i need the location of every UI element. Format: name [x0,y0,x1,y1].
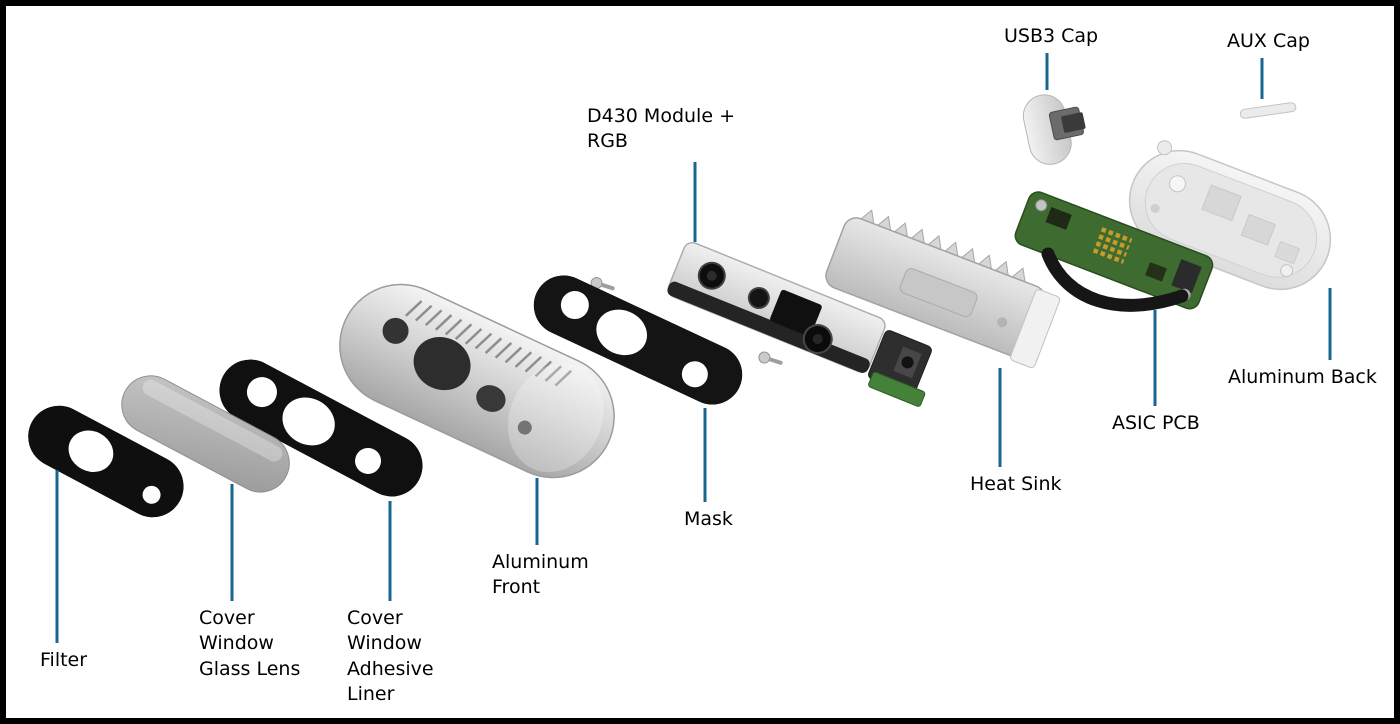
label-heat-sink: Heat Sink [970,473,1062,495]
usb3-cap [1022,94,1086,165]
screw-top [590,277,615,291]
cover-window-glass-lens [121,375,290,493]
label-cover-window-adhesive-liner: Cover Window Adhesive Liner [347,607,434,706]
asic-flex-cable [1041,247,1189,312]
label-aluminum-front: Aluminum Front [492,551,589,599]
cover-window-adhesive-liner [219,359,423,497]
back-screw-boss [1168,175,1186,193]
aluminum-front [339,283,615,479]
heat-sink [825,209,1061,369]
label-asic-pcb: ASIC PCB [1112,412,1200,434]
label-cover-window-glass-lens: Cover Window Glass Lens [199,607,301,680]
mask-plate [533,275,743,405]
ir-projector-lens [747,287,770,310]
leader-lines [55,53,1332,643]
screw-bottom [758,351,783,365]
module-pcb-edge [868,371,926,407]
label-d430-module-rgb: D430 Module + RGB [587,105,735,153]
label-mask: Mask [684,508,733,530]
gold-contact-pads [1091,224,1134,265]
d430-module [667,241,932,407]
label-aux-cap: AUX Cap [1227,30,1310,52]
label-filter: Filter [40,649,88,671]
label-aluminum-back: Aluminum Back [1228,366,1377,388]
aux-cap [1239,102,1297,119]
heat-sink-bracket [1010,289,1061,369]
filter-plate [28,405,184,518]
pcb-screw [1035,199,1048,212]
aluminum-back [1128,140,1332,291]
label-usb3-cap: USB3 Cap [1004,25,1099,47]
vent-slits [405,300,572,387]
